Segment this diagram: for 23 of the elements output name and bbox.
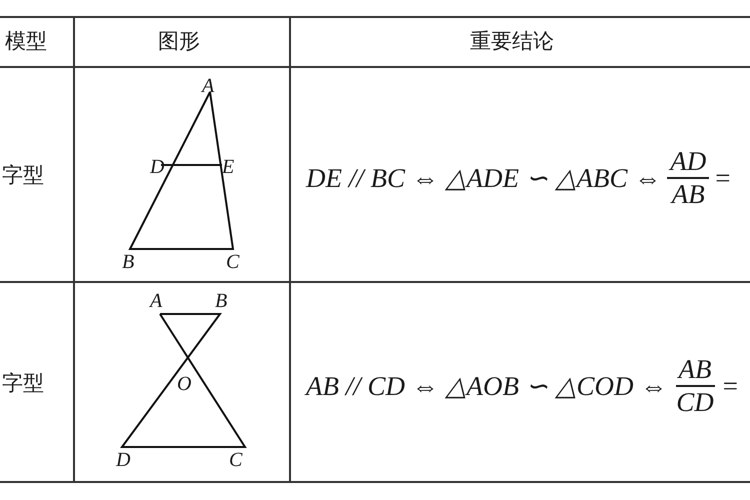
equals-sign: = bbox=[715, 162, 730, 194]
point-label: C bbox=[229, 450, 242, 470]
header-text: 重要结论 bbox=[470, 31, 554, 52]
point-label: C bbox=[226, 252, 240, 272]
fraction-numerator: AB bbox=[676, 354, 714, 388]
point-label: A bbox=[150, 291, 162, 311]
fraction-numerator: AD bbox=[667, 146, 710, 180]
point-label: D bbox=[116, 450, 130, 470]
header-text: 图形 bbox=[158, 31, 200, 52]
point-label: A bbox=[202, 76, 214, 96]
point-label: D bbox=[150, 157, 164, 177]
point-label: O bbox=[177, 374, 192, 394]
model-name: 字型 bbox=[2, 373, 44, 394]
equals-sign: = bbox=[722, 370, 738, 402]
point-label: B bbox=[122, 252, 134, 272]
fraction-denominator: CD bbox=[675, 387, 715, 418]
point-label: B bbox=[215, 291, 228, 311]
fraction-denominator: AB bbox=[669, 179, 706, 210]
point-label: E bbox=[222, 157, 234, 177]
model-name: 字型 bbox=[2, 165, 44, 186]
formula-text: AB // CD ⇔ △AOB ∽ △COD ⇔ bbox=[306, 370, 668, 402]
formula-text: DE // BC ⇔ △ADE ∽ △ABC ⇔ bbox=[306, 162, 662, 194]
header-text: 模型 bbox=[5, 31, 47, 52]
